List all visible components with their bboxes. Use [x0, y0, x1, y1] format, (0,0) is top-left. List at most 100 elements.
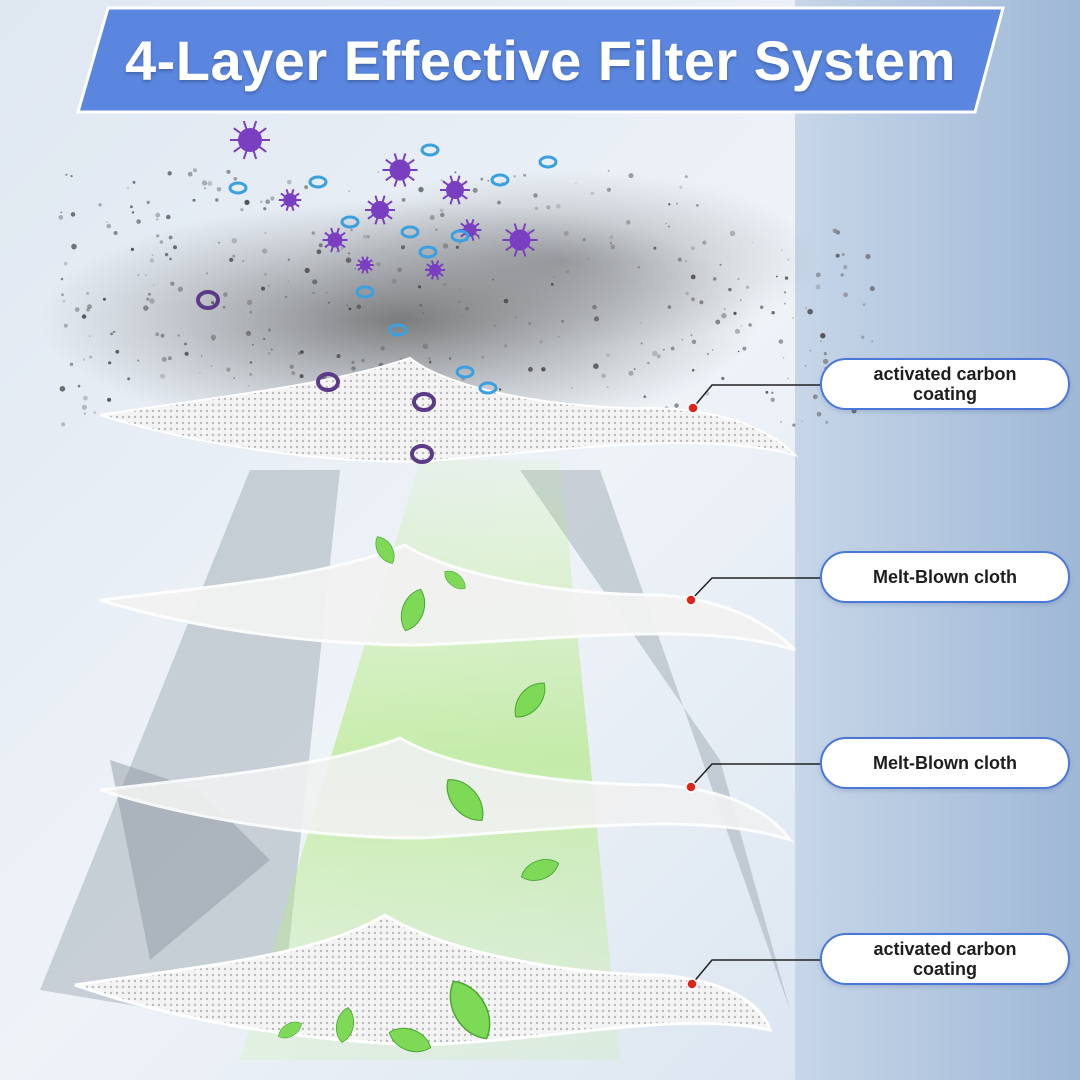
dust-particle	[820, 340, 822, 343]
dust-particle	[207, 181, 213, 186]
dust-particle	[455, 322, 457, 324]
virus-particle	[283, 193, 297, 207]
dust-particle	[665, 222, 667, 224]
dust-particle	[231, 238, 237, 244]
dust-particle	[110, 332, 113, 336]
dust-particle	[606, 353, 610, 357]
dust-particle	[354, 268, 356, 270]
dust-particle	[440, 179, 443, 182]
bacteria-particle	[418, 245, 438, 259]
dust-particle	[249, 373, 253, 376]
dust-particle	[593, 363, 599, 370]
dust-particle	[151, 254, 154, 257]
dust-particle	[481, 355, 485, 359]
callout-label: Melt-Blown cloth	[873, 567, 1017, 587]
dust-particle	[690, 334, 693, 337]
dust-particle	[681, 338, 684, 341]
dust-particle	[89, 355, 93, 359]
dust-particle	[81, 314, 87, 319]
dust-particle	[173, 245, 177, 250]
dust-particle	[265, 199, 271, 204]
dust-particle	[737, 277, 740, 280]
dust-particle	[83, 395, 88, 401]
dust-particle	[677, 257, 682, 262]
dust-particle	[533, 193, 538, 198]
dust-particle	[146, 297, 150, 301]
dust-particle	[566, 270, 570, 274]
dust-particle	[679, 185, 683, 189]
dust-particle	[336, 354, 341, 359]
dust-particle	[263, 272, 268, 277]
dust-particle	[328, 301, 330, 304]
dust-particle	[325, 291, 328, 294]
callout-label: Melt-Blown cloth	[873, 753, 1017, 773]
background-wall	[795, 0, 1080, 1080]
bacteria-particle	[228, 181, 248, 195]
dust-particle	[561, 320, 564, 323]
dust-particle	[233, 377, 236, 379]
leaf	[514, 682, 546, 718]
dust-particle	[222, 305, 226, 309]
dust-particle	[380, 346, 385, 351]
dust-particle	[812, 394, 818, 400]
dust-particle	[340, 246, 344, 250]
bacteria-particle	[400, 225, 420, 239]
dust-particle	[865, 253, 871, 260]
dust-particle	[115, 349, 120, 354]
dust-particle	[401, 245, 405, 250]
dust-particle	[656, 354, 661, 359]
dust-particle	[690, 297, 696, 302]
dust-particle	[454, 171, 457, 174]
dust-particle	[215, 198, 219, 202]
dust-particle	[784, 276, 789, 280]
dust-particle	[65, 173, 68, 176]
dust-particle	[783, 302, 786, 305]
dust-particle	[131, 211, 135, 214]
dust-particle	[112, 330, 116, 334]
dust-particle	[136, 219, 141, 224]
dust-particle	[515, 316, 518, 319]
dust-particle	[418, 186, 424, 193]
dust-particle	[62, 299, 66, 303]
dust-particle	[721, 313, 727, 319]
green-leaves	[278, 536, 560, 1053]
dust-particle	[843, 265, 848, 270]
dust-particle	[169, 257, 172, 261]
dust-particle	[534, 206, 538, 211]
bacteria-particle	[538, 155, 558, 169]
dust-particle	[771, 311, 775, 315]
dust-particle	[130, 247, 134, 251]
dust-particle	[571, 386, 573, 389]
dust-particle	[244, 199, 250, 205]
dust-particles	[58, 168, 875, 432]
virus-particle	[327, 232, 343, 248]
dust-particle	[267, 284, 270, 287]
dust-particle	[805, 307, 808, 310]
dust-particle	[106, 223, 112, 229]
dust-particle	[160, 333, 165, 338]
dust-particle	[61, 422, 66, 427]
dust-particle	[153, 284, 155, 286]
dust-particle	[270, 348, 273, 351]
dust-particle	[192, 198, 196, 202]
dust-particle	[497, 200, 501, 205]
layer-marker-dot	[685, 594, 697, 606]
dust-particle	[513, 175, 516, 178]
dust-particle	[88, 335, 91, 337]
dust-particle	[787, 377, 789, 380]
dust-particle	[696, 204, 699, 207]
dust-particle	[715, 319, 721, 325]
dust-particle	[212, 338, 215, 341]
dust-particle	[113, 231, 118, 235]
dust-particle	[366, 235, 370, 239]
leaf	[520, 859, 560, 881]
dust-particle	[637, 266, 640, 269]
dust-particle	[691, 339, 697, 344]
dust-particle	[541, 367, 546, 372]
virus-particle	[359, 259, 371, 271]
dust-particle	[706, 352, 710, 356]
dust-particle	[780, 421, 783, 423]
dust-particle	[804, 364, 807, 367]
dust-particle	[734, 328, 741, 334]
dust-particle	[229, 257, 234, 262]
